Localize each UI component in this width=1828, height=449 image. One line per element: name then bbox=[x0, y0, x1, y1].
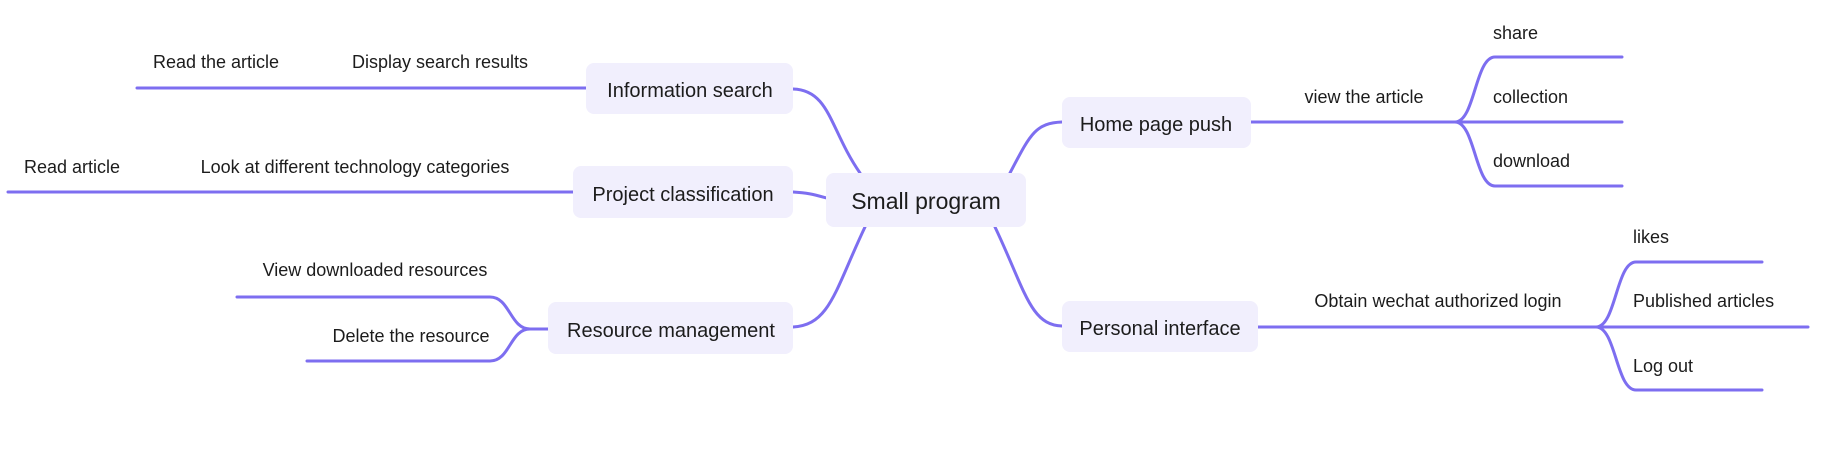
leaf-delete-the-resource[interactable]: Delete the resource bbox=[332, 326, 489, 346]
leaf-log-out[interactable]: Log out bbox=[1633, 356, 1693, 376]
node-project-classification-label: Project classification bbox=[592, 184, 773, 206]
leaf-view-downloaded-resources[interactable]: View downloaded resources bbox=[263, 260, 488, 280]
leaf-display-search-results[interactable]: Display search results bbox=[352, 52, 528, 72]
line-view-downloaded-resources bbox=[235, 295, 550, 331]
connector-root-information-search bbox=[791, 87, 862, 175]
node-resource-management-label: Resource management bbox=[567, 320, 775, 342]
line-delete-the-resource bbox=[305, 327, 532, 363]
node-home-page-push[interactable]: Home page push bbox=[1062, 97, 1251, 148]
node-personal-interface-label: Personal interface bbox=[1079, 318, 1240, 340]
leaf-collection[interactable]: collection bbox=[1493, 87, 1568, 107]
node-information-search-label: Information search bbox=[607, 80, 773, 102]
node-project-classification[interactable]: Project classification bbox=[573, 166, 793, 218]
leaf-download[interactable]: download bbox=[1493, 151, 1570, 171]
leaf-look-at-categories[interactable]: Look at different technology categories bbox=[201, 157, 510, 177]
leaf-view-the-article[interactable]: view the article bbox=[1304, 87, 1423, 107]
root-label: Small program bbox=[851, 188, 1001, 214]
leaf-published-articles[interactable]: Published articles bbox=[1633, 291, 1774, 311]
leaf-share[interactable]: share bbox=[1493, 23, 1538, 43]
leaf-likes[interactable]: likes bbox=[1633, 227, 1669, 247]
line-log-out bbox=[1594, 325, 1764, 392]
root-node[interactable]: Small program bbox=[826, 173, 1026, 227]
leaf-obtain-login[interactable]: Obtain wechat authorized login bbox=[1314, 291, 1561, 311]
leaf-read-article[interactable]: Read article bbox=[24, 157, 120, 177]
node-home-page-push-label: Home page push bbox=[1080, 114, 1232, 136]
line-likes bbox=[1594, 260, 1764, 329]
connector-root-project-classification bbox=[791, 190, 832, 201]
connector-root-resource-management bbox=[791, 225, 867, 329]
node-personal-interface[interactable]: Personal interface bbox=[1062, 301, 1258, 352]
connector-root-personal-interface bbox=[993, 225, 1064, 328]
connector-root-home-page-push bbox=[1008, 120, 1064, 175]
line-download bbox=[1453, 120, 1624, 188]
node-resource-management[interactable]: Resource management bbox=[548, 302, 793, 354]
node-information-search[interactable]: Information search bbox=[586, 63, 793, 114]
line-share bbox=[1453, 55, 1624, 124]
leaf-read-the-article[interactable]: Read the article bbox=[153, 52, 279, 72]
